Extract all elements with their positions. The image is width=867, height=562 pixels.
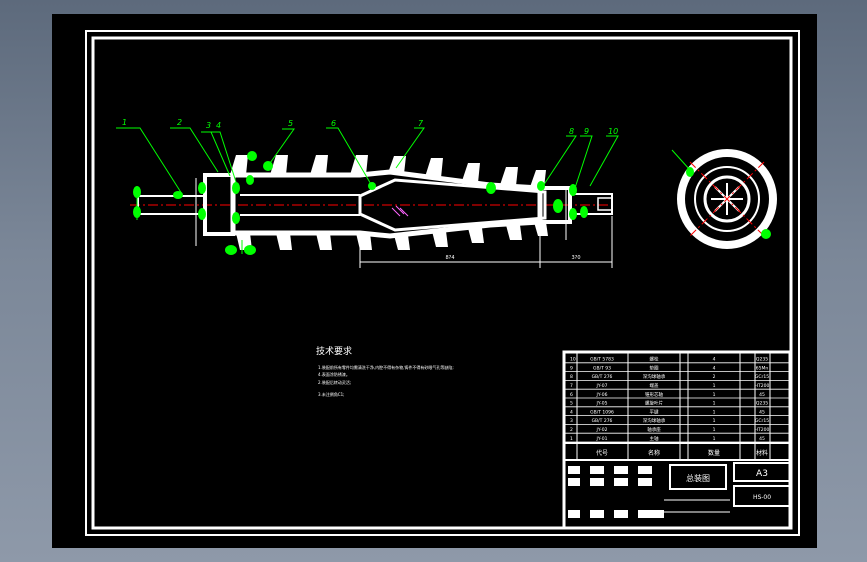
bom-cell-name: 深沟球轴承 (643, 417, 666, 424)
part-label-7: 7 (418, 119, 424, 128)
part-label-2: 2 (177, 118, 182, 127)
part-label-8: 8 (569, 127, 574, 136)
bom-cell-material: HT200 (755, 427, 770, 433)
bom-cell-qty: 1 (713, 392, 716, 398)
bom-cell-material: 65Mn (756, 365, 769, 371)
bom-cell-material: Q235 (756, 357, 768, 363)
bom-cell-no: 10 (570, 357, 576, 363)
part-label-5: 5 (288, 119, 293, 128)
bom-cell-code: GB/T 276 (592, 374, 613, 380)
part-label-6: 6 (331, 119, 336, 128)
bom-cell-material: HT200 (755, 383, 770, 389)
part-label-3: 3 (206, 121, 211, 130)
bom-cell-name: 主轴 (650, 435, 659, 442)
part-label-9: 9 (584, 127, 589, 136)
drawing-title: 总装图 (686, 473, 710, 483)
bom-cell-no: 3 (570, 418, 573, 424)
bom-cell-code: JY-06 (596, 392, 608, 398)
bom-cell-code: JY-05 (596, 401, 608, 407)
bom-header-material: 材料 (756, 449, 768, 457)
tech-req-line-4: 4.表面涂防锈漆。 (318, 371, 350, 377)
bom-cell-material: 45 (759, 392, 765, 398)
bom-cell-qty: 1 (713, 409, 716, 415)
bom-cell-qty: 1 (713, 383, 716, 389)
bom-cell-no: 5 (570, 401, 573, 407)
bom-cell-no: 8 (570, 374, 573, 380)
drawing-canvas[interactable] (52, 14, 817, 548)
bom-cell-code: GB/T 1096 (590, 409, 614, 415)
sheet-outer-frame (85, 30, 800, 536)
bom-cell-material: GCr15 (755, 374, 769, 380)
bom-header-code: 代号 (596, 449, 608, 457)
bom-cell-no: 9 (570, 365, 573, 371)
bom-cell-no: 4 (570, 409, 573, 415)
drawing-number: HS-00 (753, 494, 771, 501)
bom-cell-name: 垫圈 (650, 364, 659, 371)
bom-cell-name: 螺旋叶片 (645, 400, 663, 407)
assembly-end-view (671, 149, 777, 249)
bom-cell-no: 6 (570, 392, 573, 398)
bom-cell-qty: 2 (713, 374, 716, 380)
dimension-length: 8?4 (445, 255, 454, 261)
tech-requirements-title: 技术要求 (316, 345, 352, 357)
bom-cell-name: 平键 (650, 408, 659, 415)
bom-cell-name: 端盖 (650, 382, 659, 389)
bom-cell-code: GB/T 5783 (590, 357, 614, 363)
leader-lines (116, 127, 619, 254)
bom-header-name: 名称 (648, 449, 660, 457)
bom-cell-material: 45 (759, 409, 765, 415)
bom-cell-material: Q235 (756, 401, 768, 407)
sheet-inner-frame (91, 36, 793, 530)
bom-cell-no: 2 (570, 427, 573, 433)
drawing-number-cell (733, 485, 791, 507)
drawing-title-cell (669, 464, 727, 490)
assembly-side-view: 8?4 3?0 1 2 3 4 5 6 7 8 9 (116, 118, 619, 268)
bom-cell-name: 轴承座 (647, 426, 661, 433)
part-labels: 1 2 3 4 5 6 7 8 9 10 (122, 118, 618, 136)
bom-cell-code: GB/T 93 (593, 365, 611, 371)
bom-cell-qty: 1 (713, 427, 716, 433)
bom-cell-qty: 1 (713, 401, 716, 407)
sheet-size-cell (733, 462, 791, 482)
bom-cell-code: JY-01 (596, 436, 608, 442)
bom-cell-no: 7 (570, 383, 573, 389)
dimensions (195, 178, 613, 268)
bom-header-qty: 数量 (708, 449, 720, 457)
part-label-10: 10 (608, 127, 618, 136)
bom-cell-material: 45 (759, 436, 765, 442)
bom-cell-name: 深沟球轴承 (643, 373, 666, 380)
part-label-1: 1 (122, 118, 127, 127)
bom-cell-name: 螺栓 (650, 356, 659, 363)
tech-req-line-1: 1.装配前所有零件均需清洗干净,内腔不得有杂物,铸件不得有砂眼气孔等缺陷; (318, 364, 454, 370)
bom-cell-no: 1 (570, 436, 573, 442)
bom-cell-qty: 1 (713, 418, 716, 424)
bom-cell-qty: 4 (713, 365, 716, 371)
sheet-size: A3 (756, 469, 768, 479)
dimension-small: 3?0 (571, 255, 580, 261)
bom-cell-qty: 1 (713, 436, 716, 442)
bom-cell-code: JY-07 (596, 383, 608, 389)
bom-cell-material: GCr15 (755, 418, 769, 424)
bom-cell-qty: 4 (713, 357, 716, 363)
part-label-4: 4 (216, 121, 221, 130)
bom-cell-code: JY-02 (596, 427, 608, 433)
bom-cell-code: GB/T 276 (592, 418, 613, 424)
bom-cell-name: 锥形芯轴 (645, 391, 663, 398)
tech-requirements: 技术要求 1.装配前所有零件均需清洗干净,内腔不得有杂物,铸件不得有砂眼气孔等缺… (316, 345, 454, 397)
grip-markers (133, 151, 588, 255)
tech-req-line-2: 2.装配后转动灵活; (318, 379, 351, 385)
tech-req-line-3: 3.未注倒角C1; (318, 391, 345, 397)
